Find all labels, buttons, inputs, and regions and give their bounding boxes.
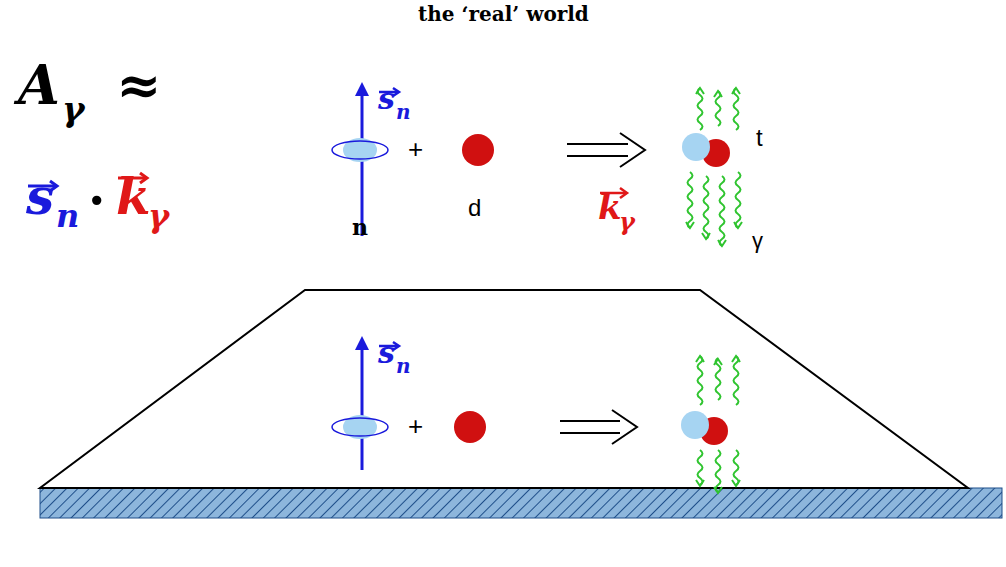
upper-scene [332,82,742,246]
lower-scene [332,336,740,493]
photon-label: γ [752,230,763,252]
formula-operator: · [88,176,105,226]
formula-symbol: s [26,172,54,222]
spin-subscript: n [396,356,411,376]
title: the ‘real’ world [418,4,589,24]
formula-operator: ≈ [116,58,161,112]
spin-subscript: n [396,102,411,122]
particle-label: d [468,196,481,220]
particle-label: t [756,126,763,150]
plus-sign: + [408,413,423,439]
plus-sign: + [408,136,423,162]
formula-subscript: γ [148,200,169,232]
photon [686,88,742,246]
formula-symbol: A [18,58,60,112]
formula-symbol: k [116,172,151,222]
spin-label: s [378,338,395,368]
momentum-label: k [598,190,622,224]
formula-subscript: n [56,200,79,232]
spin-label: s [378,84,395,114]
particle-label: n [352,216,368,238]
plane [40,290,1002,518]
photon [696,356,740,493]
formula-subscript: γ [62,92,84,126]
momentum-subscript: γ [619,210,635,234]
